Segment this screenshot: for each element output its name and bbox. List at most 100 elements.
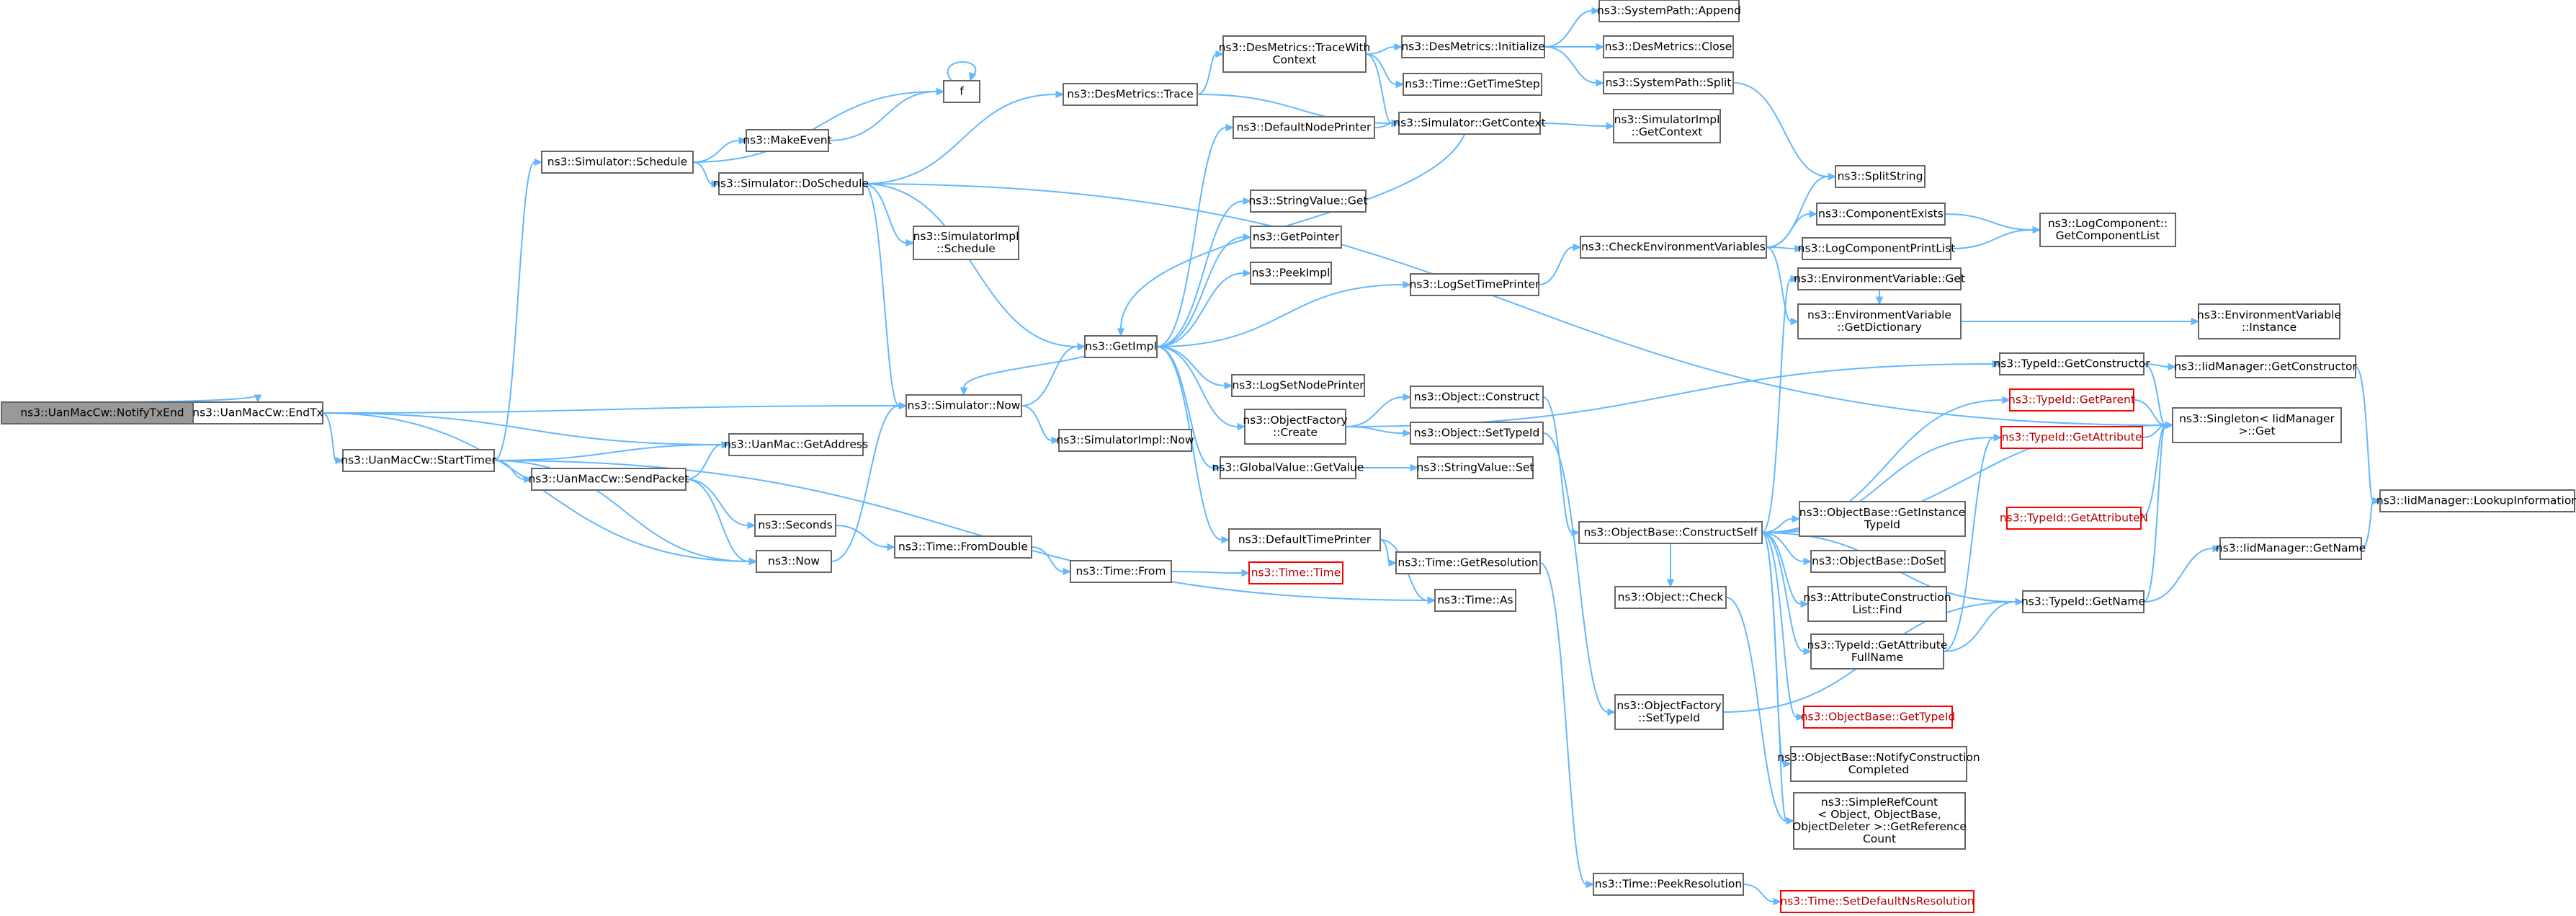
node-ns3-objectfactory-settypeid[interactable]: ns3::ObjectFactory::SetTypeId [1614,694,1724,730]
node-ns3-systempath-append[interactable]: ns3::SystemPath::Append [1597,0,1741,22]
call-edge [2143,363,2177,371]
node-label: ns3::ObjectBase::DoSet [1812,555,1944,568]
node-label: ns3::Simulator::GetContext [1393,117,1546,130]
node-ns3-systempath-split[interactable]: ns3::SystemPath::Split [1603,71,1734,94]
node-ns3-splitstring[interactable]: ns3::SplitString [1835,165,1926,188]
call-edge [1766,210,1818,248]
node-ns3-uanmaccw-endtx[interactable]: ns3::UanMacCw::EndTx [192,401,323,424]
node-label: ns3::ObjectBase::ConstructSelf [1583,526,1758,539]
node-label: List::Find [1852,603,1902,616]
node-ns3-time-gettimestep[interactable]: ns3::Time::GetTimeStep [1403,73,1542,96]
node-label: < Object, ObjectBase, [1817,808,1941,821]
node-ns3-time-fromdouble[interactable]: ns3::Time::FromDouble [894,535,1032,559]
node-ns3-objectbase-constructself[interactable]: ns3::ObjectBase::ConstructSelf [1578,521,1763,544]
call-edge [1766,244,1804,253]
node-ns3-makeevent[interactable]: ns3::MakeEvent [743,129,832,152]
node-ns3-typeid-getparent[interactable]: ns3::TypeId::GetParent [2008,388,2135,412]
call-edge [322,401,908,414]
call-edge [685,440,730,480]
node-ns3-iidmanager-getconstructor[interactable]: ns3::IidManager::GetConstructor [2174,355,2357,378]
node-ns3-now[interactable]: ns3::Now [756,550,832,573]
call-edge [1538,243,1582,285]
node-ns3-uanmaccw-sendpacket[interactable]: ns3::UanMacCw::SendPacket [528,468,689,491]
node-ns3-environmentvariable-get[interactable]: ns3::EnvironmentVariable::Get [1794,267,1965,290]
node-ns3-simulatorimpl-schedule[interactable]: ns3::SimulatorImpl::Schedule [913,226,1019,260]
node-ns3-environmentvariable-getdictionary[interactable]: ns3::EnvironmentVariable::GetDictionary [1797,303,1962,339]
node-box [1578,521,1763,544]
node-box [2039,213,2176,247]
node-ns3-iidmanager-lookupinformation[interactable]: ns3::IidManager::LookupInformation [2376,489,2576,512]
node-ns3-getimpl[interactable]: ns3::GetImpl [1084,335,1158,358]
node-ns3-typeid-getattribute[interactable]: ns3::TypeId::GetAttribute [2000,426,2143,449]
node-ns3-simulator-now[interactable]: ns3::Simulator::Now [905,394,1022,417]
node-ns3-logcomponentprintlist[interactable]: ns3::LogComponentPrintList [1798,237,1956,260]
node-ns3-stringvalue-set[interactable]: ns3::StringValue::Set [1417,456,1534,479]
node-ns3-simulator-getcontext[interactable]: ns3::Simulator::GetContext [1393,112,1546,135]
node-ns3-stringvalue-get[interactable]: ns3::StringValue::Get [1248,190,1368,213]
node-label: ns3::SystemPath::Split [1606,76,1732,89]
node-ns3-uanmaccw-starttimer[interactable]: ns3::UanMacCw::StartTimer [341,449,496,472]
node-ns3-singleton-iidmanager-get[interactable]: ns3::Singleton< IidManager >::Get [2172,407,2342,443]
node-ns3-typeid-getconstructor[interactable]: ns3::TypeId::GetConstructor [1993,352,2150,375]
node-label: ns3::IidManager::GetName [2216,542,2366,555]
node-ns3-time-time[interactable]: ns3::Time::Time [1248,561,1343,584]
node-ns3-checkenvironmentvariables[interactable]: ns3::CheckEnvironmentVariables [1580,236,1767,259]
node-ns3-componentexists[interactable]: ns3::ComponentExists [1816,203,1946,226]
node-ns3-logcomponent-getcomponentlist[interactable]: ns3::LogComponent::GetComponentList [2039,213,2176,247]
node-ns3-time-from[interactable]: ns3::Time::From [1070,560,1172,583]
node-box [913,226,1019,260]
node-ns3-typeid-getname[interactable]: ns3::TypeId::GetName [2021,590,2145,613]
node-label: ns3::DesMetrics::Close [1605,40,1732,53]
node-ns3-logsettimeprinter[interactable]: ns3::LogSetTimePrinter [1410,273,1540,296]
node-box [718,172,864,195]
node-ns3-objectbase-gettypeid[interactable]: ns3::ObjectBase::GetTypeId [1801,706,1956,729]
node-ns3-time-as[interactable]: ns3::Time::As [1434,589,1516,612]
node-box [1233,116,1375,139]
node-ns3-logsetnodeprinter[interactable]: ns3::LogSetNodePrinter [1231,374,1365,397]
node-ns3-iidmanager-getname[interactable]: ns3::IidManager::GetName [2216,537,2366,560]
node-label: ns3::IidManager::LookupInformation [2376,494,2576,507]
node-f[interactable]: f [943,80,980,103]
node-label: ns3::SimpleRefCount [1821,796,1938,809]
node-ns3-defaultnodeprinter[interactable]: ns3::DefaultNodePrinter [1233,116,1375,139]
call-edge [1539,562,1595,889]
node-ns3-desmetrics-close[interactable]: ns3::DesMetrics::Close [1603,35,1734,58]
node-box [1797,303,1962,339]
call-edge [2143,421,2174,602]
node-ns3-objectbase-doset[interactable]: ns3::ObjectBase::DoSet [1810,550,1946,573]
node-label: ns3::DesMetrics::Initialize [1401,40,1544,53]
node-ns3-desmetrics-initialize[interactable]: ns3::DesMetrics::Initialize [1401,35,1545,58]
node-ns3-uanmac-getaddress[interactable]: ns3::UanMac::GetAddress [724,433,868,456]
node-ns3-objectbase-notifyconstruction-completed[interactable]: ns3::ObjectBase::NotifyConstructionCompl… [1777,746,1980,782]
node-label: ns3::Time::SetDefaultNsResolution [1780,895,1974,908]
node-ns3-uanmaccw-notifytxend[interactable]: ns3::UanMacCw::NotifyTxEnd [1,401,204,424]
node-ns3-simulator-schedule[interactable]: ns3::Simulator::Schedule [541,151,694,174]
node-box [2198,303,2340,339]
node-ns3-peekimpl[interactable]: ns3::PeekImpl [1250,262,1332,285]
node-ns3-object-settypeid[interactable]: ns3::Object::SetTypeId [1410,422,1544,445]
node-ns3-simulator-doschedule[interactable]: ns3::Simulator::DoSchedule [713,172,869,195]
call-edge [1766,246,1799,326]
node-ns3-typeid-getattributen[interactable]: ns3::TypeId::GetAttributeN [2000,507,2148,530]
node-ns3-time-peekresolution[interactable]: ns3::Time::PeekResolution [1593,873,1744,896]
node-ns3-objectfactory-create[interactable]: ns3::ObjectFactory::Create [1243,409,1348,445]
node-ns3-simulatorimpl-getcontext[interactable]: ns3::SimulatorImpl::GetContext [1613,109,1721,143]
node-ns3-seconds[interactable]: ns3::Seconds [754,514,836,537]
node-ns3-time-setdefaultnsresolution[interactable]: ns3::Time::SetDefaultNsResolution [1780,890,1975,913]
node-ns3-object-check[interactable]: ns3::Object::Check [1614,586,1727,609]
node-ns3-simulatorimpl-now[interactable]: ns3::SimulatorImpl::Now [1056,429,1194,452]
node-label: ns3::GetPointer [1253,231,1340,244]
node-ns3-globalvalue-getvalue[interactable]: ns3::GlobalValue::GetValue [1212,456,1364,479]
node-ns3-desmetrics-trace[interactable]: ns3::DesMetrics::Trace [1063,83,1198,106]
node-ns3-environmentvariable-instance[interactable]: ns3::EnvironmentVariable::Instance [2197,303,2341,339]
node-ns3-object-construct[interactable]: ns3::Object::Construct [1410,386,1544,409]
node-ns3-defaulttimeprinter[interactable]: ns3::DefaultTimePrinter [1228,528,1381,551]
node-ns3-getpointer[interactable]: ns3::GetPointer [1250,226,1342,249]
node-ns3-time-getresolution[interactable]: ns3::Time::GetResolution [1395,551,1541,574]
node-label: ns3::DesMetrics::TraceWith [1219,41,1371,54]
node-ns3-simplerefcount-object-objectbase-objectdeleter-getreference-count[interactable]: ns3::SimpleRefCount< Object, ObjectBase,… [1792,792,1967,850]
